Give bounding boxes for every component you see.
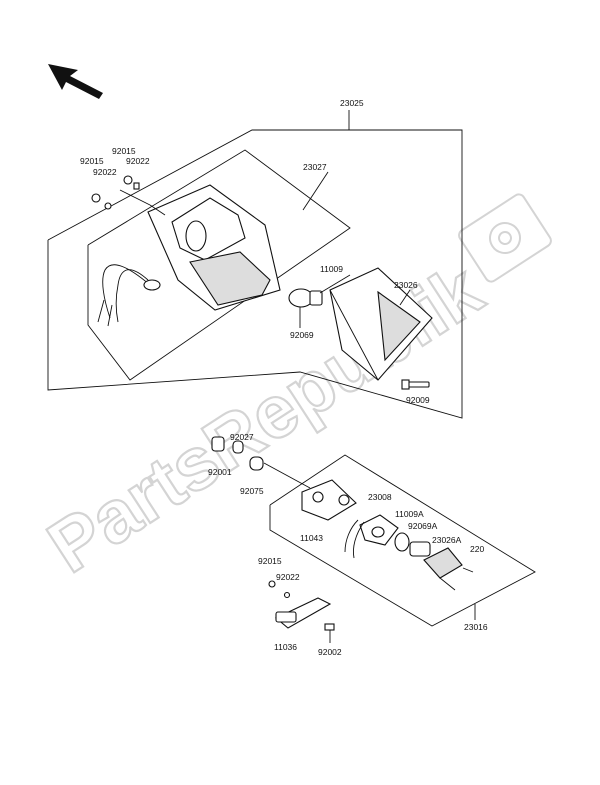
screw-92015-c (268, 580, 276, 588)
label-11043: 11043 (300, 533, 323, 543)
gasket-92069A (409, 541, 431, 557)
wiring-harness (97, 264, 161, 327)
label-23025: 23025 (340, 98, 364, 108)
label-23027: 23027 (303, 162, 327, 172)
damper-92075 (249, 456, 264, 471)
plate-11036 (274, 597, 332, 629)
arrow-icon (48, 64, 103, 99)
label-92002: 92002 (318, 647, 342, 657)
label-11009: 11009 (320, 264, 343, 274)
watermark-text: PartsRepublik (34, 247, 497, 588)
label-92015-b: 92015 (80, 156, 104, 166)
washer-92022-c (283, 591, 291, 599)
label-23026A: 23026A (432, 535, 462, 545)
lens-23026A (423, 547, 463, 579)
label-92069A: 92069A (408, 521, 438, 531)
label-92027: 92027 (230, 432, 254, 442)
label-92015-c: 92015 (258, 556, 282, 566)
label-92015-a: 92015 (112, 146, 136, 156)
license-lamp-23008 (344, 514, 399, 559)
washer-92022-b (133, 182, 140, 190)
label-92022-c: 92022 (276, 572, 300, 582)
label-23008: 23008 (368, 492, 392, 502)
upper-assembly (47, 110, 463, 419)
label-92001: 92001 (208, 467, 232, 477)
label-23016: 23016 (464, 622, 488, 632)
label-92075: 92075 (240, 486, 264, 496)
label-92009: 92009 (406, 395, 430, 405)
bracket-11043 (301, 479, 357, 521)
bolt-92001 (211, 436, 225, 452)
label-11036: 11036 (274, 642, 297, 652)
tail-lamp-housing (119, 184, 281, 311)
label-92069: 92069 (290, 330, 314, 340)
screw-92009 (401, 379, 430, 390)
gear-icon (458, 193, 552, 283)
bulb-11009A (394, 532, 410, 552)
screw-92015-b (123, 175, 133, 185)
watermark: PartsRepublik (32, 193, 552, 590)
screw-92015 (91, 193, 101, 203)
bolt-92002 (324, 623, 335, 631)
label-220: 220 (470, 544, 484, 554)
label-23026: 23026 (394, 280, 418, 290)
lower-assembly (211, 436, 536, 643)
label-92022-a: 92022 (126, 156, 150, 166)
washer-92022 (104, 202, 112, 210)
label-11009A: 11009A (395, 509, 424, 519)
label-92022-b: 92022 (93, 167, 117, 177)
collar-92027 (232, 440, 244, 454)
bulb-11009 (288, 288, 323, 308)
